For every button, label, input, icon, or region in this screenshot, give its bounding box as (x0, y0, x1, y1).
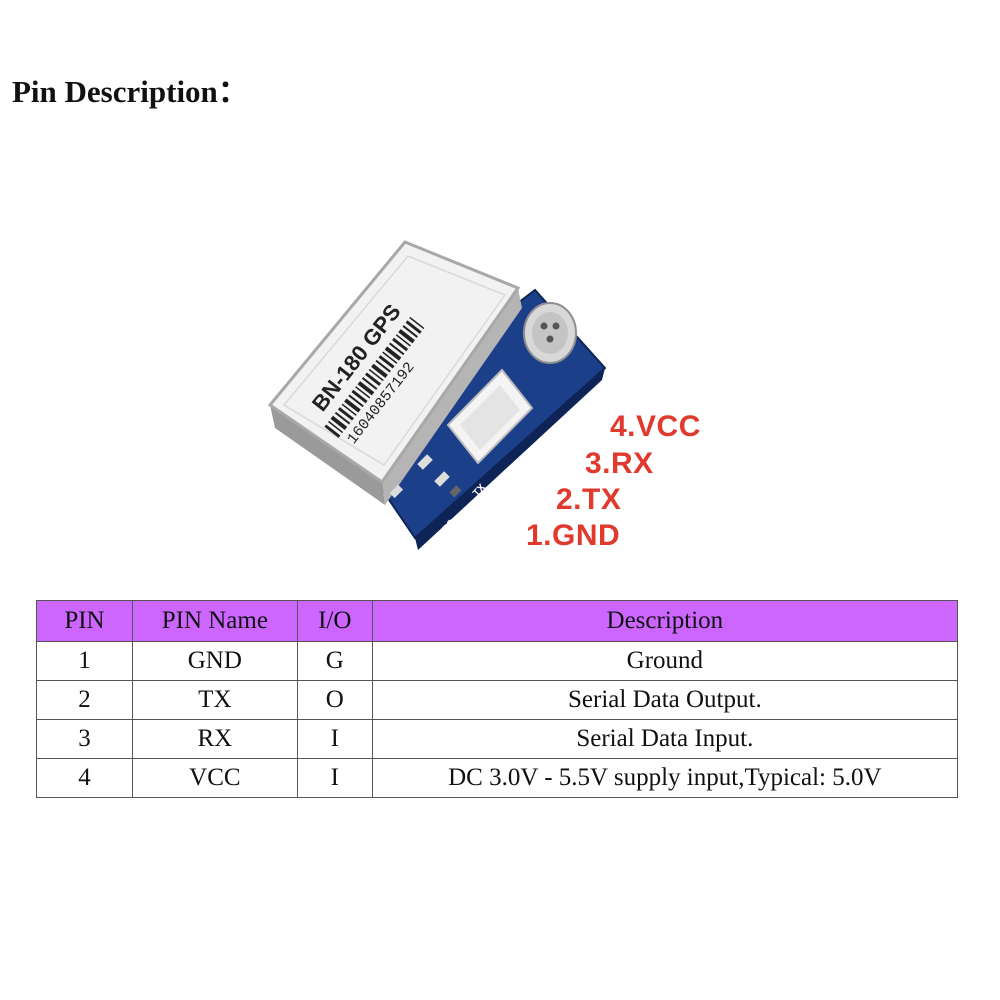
cell-io: O (296, 680, 373, 720)
header-io: I/O (296, 600, 373, 642)
cell-description: Ground (371, 641, 959, 681)
header-description: Description (371, 600, 959, 642)
cell-pin-name: RX (131, 719, 298, 759)
cell-pin: 1 (36, 641, 133, 681)
header-pin-name: PIN Name (131, 600, 298, 642)
cell-pin: 4 (36, 758, 133, 798)
cell-io: I (296, 758, 373, 798)
cell-pin-name: GND (131, 641, 298, 681)
shield-can (267, 240, 521, 485)
cell-pin: 2 (36, 680, 133, 720)
cell-pin-name: VCC (131, 758, 298, 798)
pin-table: PIN PIN Name I/O Description 1 GND G Gro… (36, 600, 959, 798)
cell-io: G (296, 641, 373, 681)
header-pin: PIN (36, 600, 133, 642)
gps-module-photo: BN-180 GPS (250, 220, 650, 580)
cell-description: DC 3.0V - 5.5V supply input,Typical: 5.0… (371, 758, 959, 798)
table-row: 3 RX I Serial Data Input. (36, 719, 959, 759)
cell-io: I (296, 719, 373, 759)
table-row: 1 GND G Ground (36, 641, 959, 681)
table-row: 2 TX O Serial Data Output. (36, 680, 959, 720)
page-title: Pin Description： (12, 74, 249, 109)
cell-description: Serial Data Output. (371, 680, 959, 720)
cell-pin-name: TX (131, 680, 298, 720)
table-row: 4 VCC I DC 3.0V - 5.5V supply input,Typi… (36, 758, 959, 798)
cell-description: Serial Data Input. (371, 719, 959, 759)
table-header-row: PIN PIN Name I/O Description (36, 600, 959, 642)
barcode (324, 316, 425, 438)
cell-pin: 3 (36, 719, 133, 759)
